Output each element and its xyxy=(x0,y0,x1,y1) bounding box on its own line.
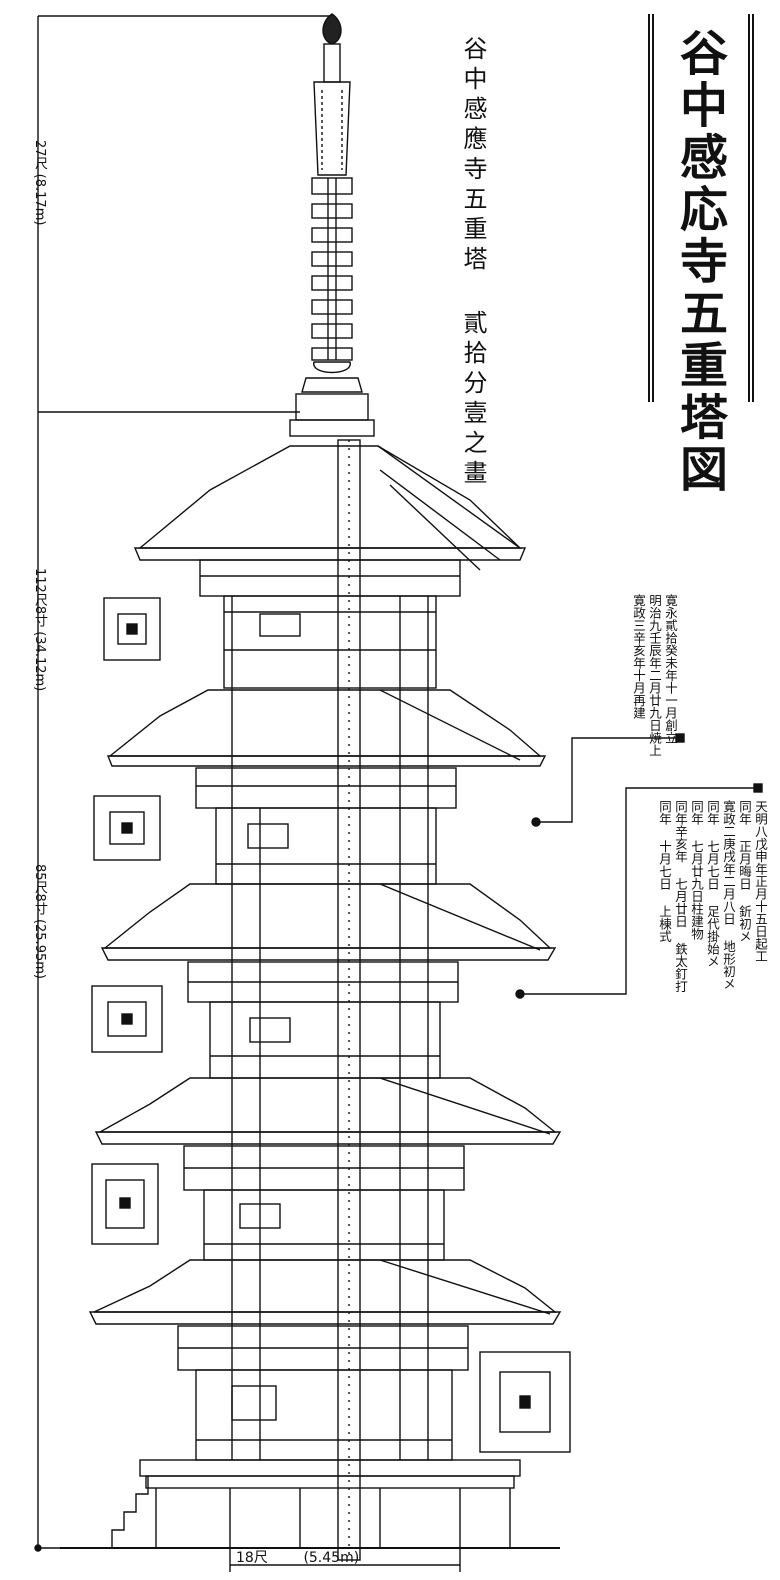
base-width-label: 18尺 (5.45m) xyxy=(236,1550,360,1566)
history-b-line: 天明八戊申年正月十五日起工 xyxy=(753,800,768,963)
floor-plan-3 xyxy=(91,985,163,1053)
finial-height-label: 27尺 (8.17m) xyxy=(32,140,47,226)
floor-plans xyxy=(91,597,571,1453)
finial-sorin xyxy=(289,13,375,437)
body-height-label: 85尺8寸 (25.95m) xyxy=(32,864,47,979)
history-b-line: 同年 七月七日 足代掛始メ xyxy=(705,800,720,968)
history-a-line: 寛永貳拾癸未年十一月創立 xyxy=(663,594,678,744)
history-notes-b: 天明八戊申年正月十五日起工 同年 正月晦日 釿初メ 寛政二庚戌年二月八日 地形初… xyxy=(648,800,768,1000)
floor-plan-5 xyxy=(103,597,161,661)
entry-steps xyxy=(111,1476,149,1549)
total-height-label: 112尺8寸 (34.12m) xyxy=(32,568,47,692)
tier-3 xyxy=(100,883,557,1079)
tier-5 xyxy=(133,445,527,689)
floor-plan-1 xyxy=(479,1351,571,1453)
floor-plan-2 xyxy=(91,1163,159,1245)
history-a-line: 明治九壬辰年二月廿九日焼上 xyxy=(647,594,662,757)
tier-1 xyxy=(88,1259,562,1461)
base-width-dimension xyxy=(229,1548,461,1572)
history-b-line: 同年辛亥年 七月廿日 鉄太釘打 xyxy=(673,800,688,993)
title-frame: 谷中感応寺五重塔図 xyxy=(648,14,754,496)
leader-lines xyxy=(515,733,763,999)
history-b-line: 寛政二庚戌年二月八日 地形初メ xyxy=(721,800,736,990)
tier-2 xyxy=(94,1077,562,1261)
drawing-title: 谷中感応寺五重塔図 xyxy=(671,28,727,496)
history-b-line: 同年 十月七日 上棟式 xyxy=(657,800,672,943)
history-a-line: 寛政三辛亥年十月再建 xyxy=(631,594,646,719)
history-b-line: 同年 正月晦日 釿初メ xyxy=(737,800,752,943)
base-platform xyxy=(60,1459,560,1549)
central-pillar xyxy=(337,439,361,1561)
history-b-line: 同年 七月廿九日柱建物 xyxy=(689,800,704,940)
tier-columns xyxy=(231,596,429,1460)
history-notes-a: 寛永貳拾癸未年十一月創立 明治九壬辰年二月廿九日焼上 寛政三辛亥年十月再建 xyxy=(618,594,678,757)
floor-plan-4 xyxy=(93,795,161,861)
dimension-lines xyxy=(34,15,332,1552)
drawing-subtitle: 谷中感應寺五重塔 貳拾分壹之畫 xyxy=(459,36,487,490)
tier-4 xyxy=(106,689,547,885)
